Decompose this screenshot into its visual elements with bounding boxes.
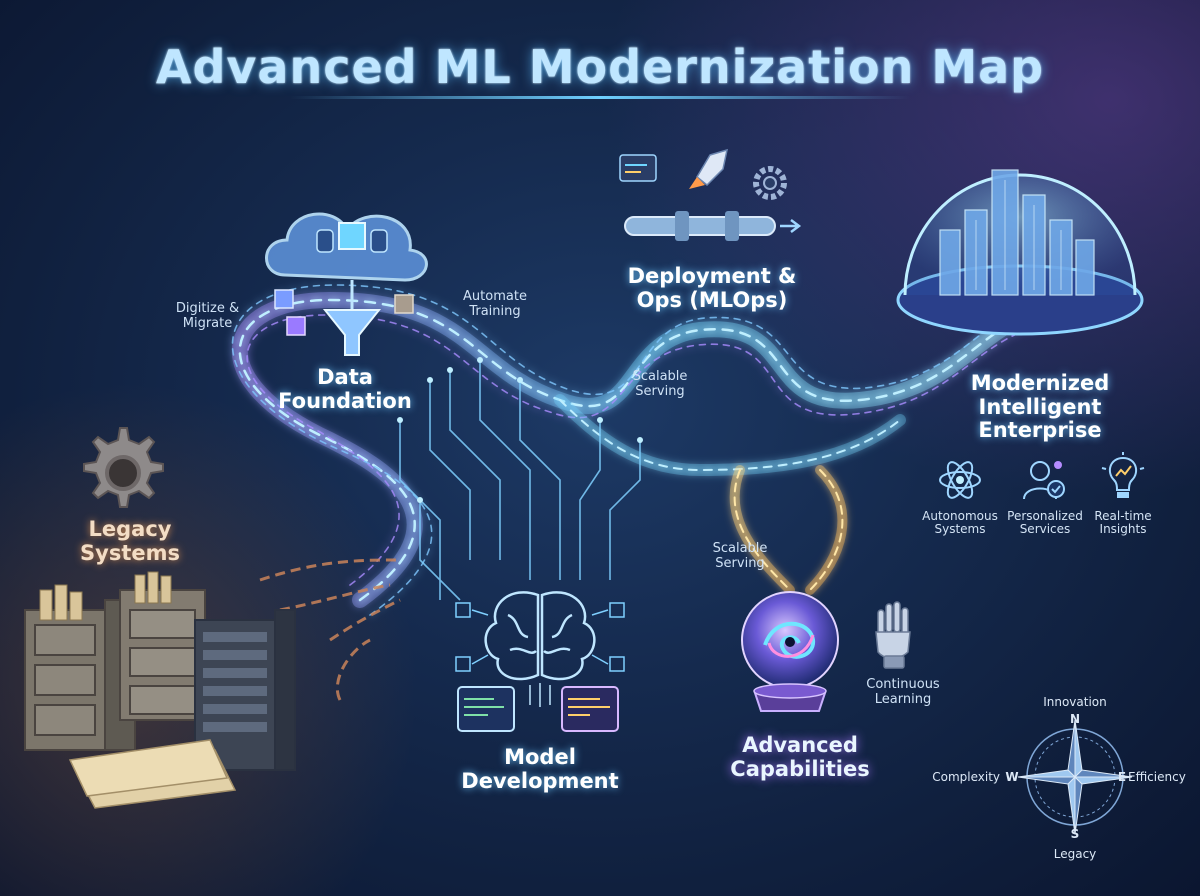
path-label-automate: Automate Training	[463, 289, 527, 319]
enterprise-dome-city-icon	[896, 169, 1144, 336]
path-label-scalable-serving-2: Scalable Serving	[712, 541, 768, 571]
stage-model-development-label: Model Development	[461, 745, 619, 793]
path-label-scalable-serving-1: Scalable Serving	[632, 369, 688, 399]
compass-east-label: Efficiency	[1128, 770, 1186, 784]
brain-icon	[455, 591, 625, 732]
compass-w: W	[1005, 770, 1019, 784]
path-label-digitize: Digitize & Migrate	[175, 301, 240, 331]
user-check-icon	[1023, 461, 1065, 500]
gear-icon	[83, 427, 164, 508]
lightbulb-icon	[1101, 452, 1145, 498]
stage-enterprise-label: Modernized Intelligent Enterprise	[970, 371, 1110, 443]
outcome-label-autonomous: Autonomous Systems	[922, 509, 998, 537]
compass-e: E	[1117, 770, 1127, 784]
cloud-data-icon	[265, 212, 428, 356]
stage-data-foundation-label: Data Foundation	[278, 365, 412, 413]
legacy-cabinets-icon	[24, 571, 296, 809]
compass-west-label: Complexity	[932, 770, 1000, 784]
compass-south-label: Legacy	[1053, 847, 1097, 861]
compass-n: N	[1069, 712, 1081, 726]
crystal-orb-icon	[741, 591, 839, 712]
page-title: Advanced ML Modernization Map	[155, 40, 1045, 94]
compass-rose-icon	[1017, 719, 1133, 835]
title-underline	[290, 96, 910, 99]
stage-advanced-label: Advanced Capabilities	[730, 733, 870, 781]
atom-icon	[939, 461, 981, 499]
stage-deployment-label: Deployment & Ops (MLOps)	[627, 264, 797, 312]
robot-hand-icon	[875, 601, 911, 669]
outcome-label-realtime: Real-time Insights	[1094, 509, 1152, 537]
path-label-continuous: Continuous Learning	[866, 677, 940, 707]
compass-north-label: Innovation	[1043, 695, 1107, 709]
outcome-label-personalized: Personalized Services	[1007, 509, 1083, 537]
compass-s: S	[1070, 827, 1080, 841]
mlops-pipeline-icon	[619, 148, 802, 241]
stage-legacy-label: Legacy Systems	[80, 517, 180, 565]
